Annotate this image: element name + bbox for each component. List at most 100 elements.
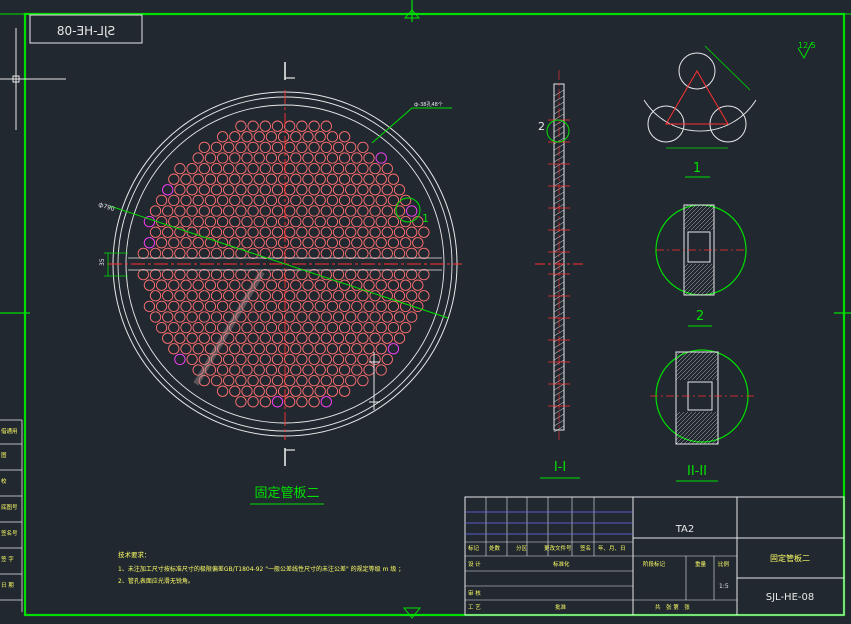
tube-hole [186,205,198,217]
tube-hole [216,215,229,228]
tube-hole [345,226,357,238]
tube-hole [253,300,265,313]
tube-hole [265,300,278,313]
tube-hole [253,237,265,249]
mirrored-drawing-code: SJL-HE-08 [57,24,115,38]
tube-hole [216,364,229,376]
tube-hole [357,332,369,344]
tube-hole [198,184,210,196]
tube-hole [290,343,302,355]
tube-hole [369,332,381,344]
tube-hole [406,268,418,281]
tube-hole [393,311,406,323]
tube-hole [357,290,369,302]
tube-hole [235,268,247,281]
tube-hole [271,332,284,344]
tube-hole [192,300,204,313]
tube-hole [314,152,326,164]
tube-hole [345,353,357,366]
tube-hole [296,141,308,154]
tube-hole [296,226,308,238]
roughness-symbol: 12.5 [797,41,816,60]
section-mark-bottom [284,448,295,466]
tube-hole [375,194,387,207]
tube-hole [412,279,424,291]
tube-hole [235,311,247,323]
tube-hole [198,353,210,366]
tube-hole [338,385,351,397]
tube-hole [320,226,332,238]
tube-hole [180,173,192,185]
tube-hole [223,162,235,175]
tube-hole [143,215,156,228]
tube-hole [241,131,253,143]
tube-hole [253,173,265,185]
tube-hole [265,343,278,355]
tube-hole [290,173,302,185]
tube-hole [265,215,278,228]
tube-hole [149,205,162,217]
tube-hole [338,237,351,249]
tube-hole [235,141,247,154]
tube-hole [363,152,375,164]
tube-hole [296,374,308,387]
tube-hole [308,141,320,154]
tube-hole [302,364,314,376]
tube-hole [290,300,302,313]
tube-hole [192,279,204,291]
tube-hole [326,152,339,164]
tube-hole [204,343,217,355]
tube-hole [259,162,271,175]
tube-hole [186,290,198,302]
tube-hole [192,215,204,228]
tube-hole [277,300,290,313]
tube-hole [308,226,320,238]
tube-hole [357,162,369,175]
tube-hole [216,173,229,185]
tube-hole [229,343,241,355]
tube-hole [223,353,235,366]
tube-hole [412,237,424,249]
tube-hole [418,247,430,260]
tube-hole [399,300,412,313]
tube-hole [271,311,284,323]
tube-hole [345,184,357,196]
tube-hole [320,374,332,387]
tube-hole [332,247,345,260]
tube-hole [210,141,223,154]
tube-hole [149,226,162,238]
tube-hole [308,374,320,387]
tb-review: 审 核 [468,589,481,597]
tube-hole [320,268,332,281]
tube-hole [223,268,235,281]
tube-hole [229,385,241,397]
tube-hole [210,226,223,238]
tube-hole [357,311,369,323]
side-label: 校 [1,477,7,485]
tube-hole [235,162,247,175]
detail-view-II: II-II [650,349,754,482]
tube-hole [155,279,168,291]
tube-hole [265,364,278,376]
tube-hole [302,215,314,228]
tube-hole [253,215,265,228]
tb-row-sign: 签名 [580,544,591,552]
detail-circle-2 [546,119,570,143]
tube-hole [265,131,278,143]
tube-hole [168,321,180,334]
tube-hole [290,364,302,376]
tube-hole [357,374,369,387]
tube-hole [345,268,357,281]
tube-hole [235,332,247,344]
tube-hole [174,311,186,323]
tube-hole [204,321,217,334]
tube-hole [216,194,229,207]
tube-hole [375,237,387,249]
tube-hole [338,194,351,207]
diameter-dim-line [109,205,449,319]
tube-hole [363,300,375,313]
tube-hole [162,184,174,196]
tube-hole [277,343,290,355]
tube-hole [174,184,186,196]
